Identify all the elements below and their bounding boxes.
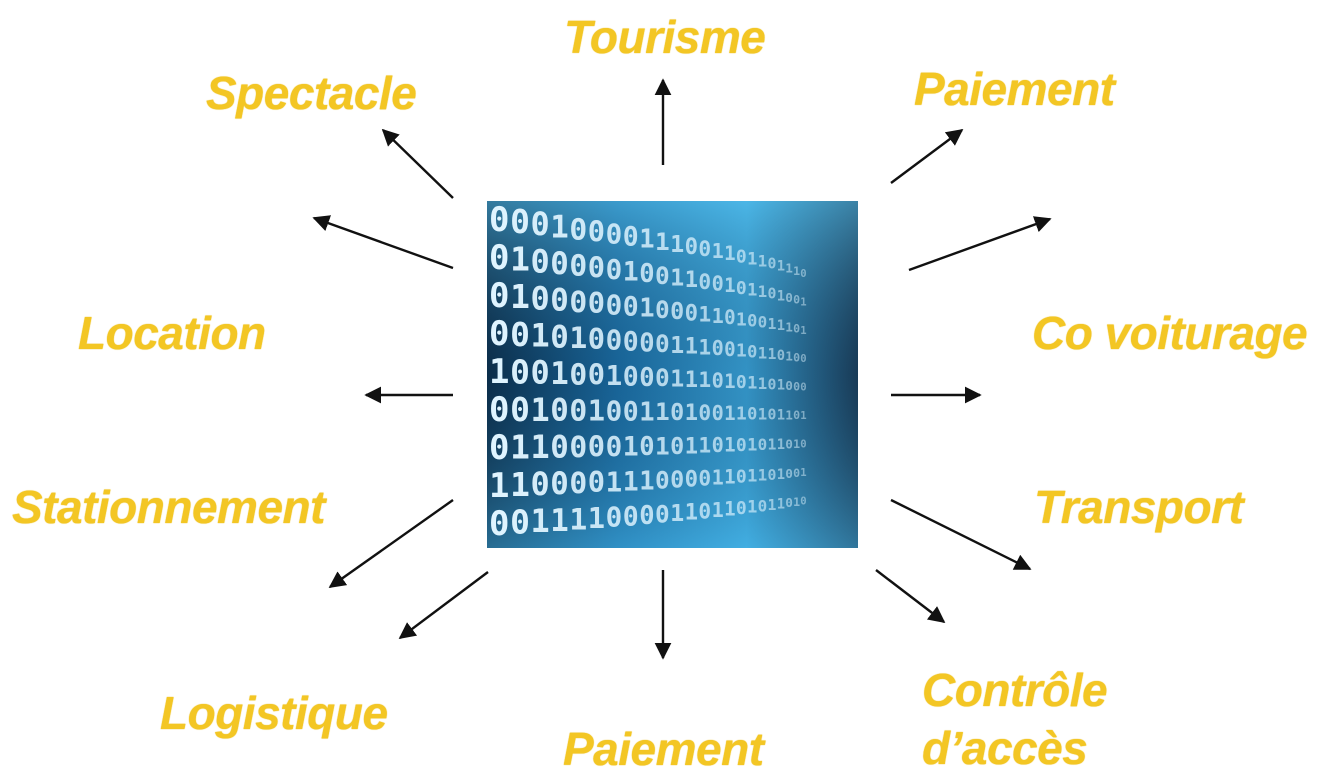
arrow-controle-acces [876,570,944,622]
arrow-upper-left [314,218,453,268]
label-paiement-top: Paiement [914,66,1115,112]
label-tourisme: Tourisme [564,14,765,60]
label-transport: Transport [1034,484,1243,530]
arrow-logistique [400,572,488,638]
arrow-paiement-top [891,130,962,183]
label-controle-line1: Contrôle [922,662,1107,720]
label-controle-line2: d’accès [922,720,1107,777]
label-spectacle: Spectacle [206,70,416,116]
label-location: Location [78,310,266,356]
arrow-upper-right [909,219,1050,270]
label-logistique: Logistique [160,690,388,736]
arrow-transport [891,500,1030,569]
arrow-stationnement [330,500,453,587]
arrow-spectacle [383,130,453,198]
label-paiement-bottom: Paiement [563,726,764,772]
label-stationnement: Stationnement [12,484,325,530]
label-co-voiturage: Co voiturage [1032,310,1307,356]
label-controle-acces: Contrôle d’accès [922,662,1107,777]
